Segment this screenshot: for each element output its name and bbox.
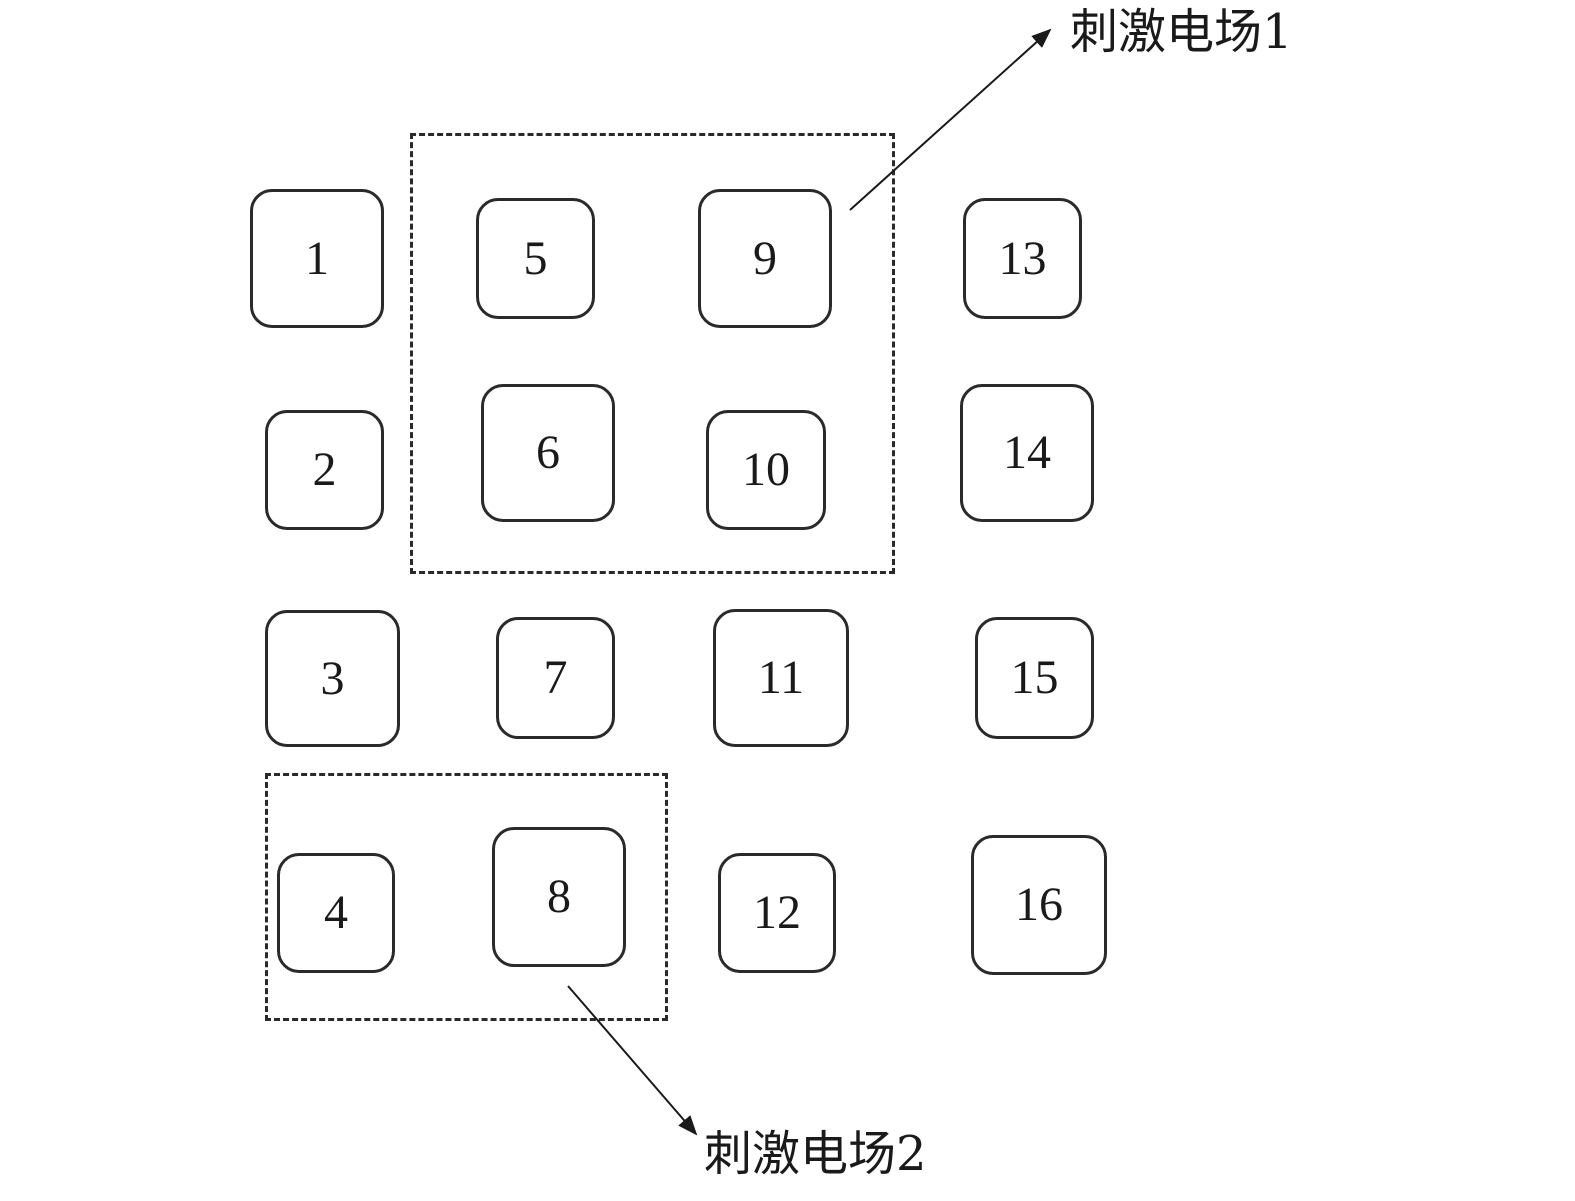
stimulation-field-1-region xyxy=(410,133,895,574)
electrode-14: 14 xyxy=(960,384,1094,522)
electrode-4-label: 4 xyxy=(324,886,348,939)
electrode-6: 6 xyxy=(481,384,615,522)
electrode-16-label: 16 xyxy=(1015,878,1063,931)
electrode-11: 11 xyxy=(713,609,849,747)
electrode-14-label: 14 xyxy=(1003,426,1051,479)
electrode-11-label: 11 xyxy=(757,651,805,704)
electrode-6-label: 6 xyxy=(536,426,560,479)
electrode-7: 7 xyxy=(496,617,615,739)
electrode-5: 5 xyxy=(476,198,595,319)
electrode-8-label: 8 xyxy=(547,870,571,923)
electrode-8: 8 xyxy=(492,827,626,967)
electrode-1-label: 1 xyxy=(305,231,329,285)
electrode-10-label: 10 xyxy=(742,443,790,496)
stimulation-field-1-label: 刺激电场1 xyxy=(1070,4,1293,60)
electrode-15: 15 xyxy=(975,617,1094,739)
stimulation-field-2-label: 刺激电场2 xyxy=(704,1126,927,1182)
electrode-4: 4 xyxy=(277,853,395,973)
electrode-2: 2 xyxy=(265,410,384,530)
electrode-1: 1 xyxy=(250,189,384,328)
electrode-3-label: 3 xyxy=(320,651,345,705)
stimulation-field-2-region xyxy=(265,773,668,1021)
electrode-9-label: 9 xyxy=(753,231,777,285)
electrode-10: 10 xyxy=(706,410,826,530)
electrode-13: 13 xyxy=(963,198,1082,319)
electrode-12-label: 12 xyxy=(753,886,801,939)
electrode-5-label: 5 xyxy=(523,231,548,285)
electrode-12: 12 xyxy=(718,853,836,973)
field-1-arrow xyxy=(849,28,1052,211)
electrode-15-label: 15 xyxy=(1010,651,1059,704)
electrode-13-label: 13 xyxy=(998,231,1047,285)
electrode-2-label: 2 xyxy=(312,443,337,496)
electrode-9: 9 xyxy=(698,189,832,328)
field-2-arrow xyxy=(567,985,698,1136)
electrode-16: 16 xyxy=(971,835,1107,975)
electrode-3: 3 xyxy=(265,610,400,747)
electrode-7-label: 7 xyxy=(543,651,568,704)
